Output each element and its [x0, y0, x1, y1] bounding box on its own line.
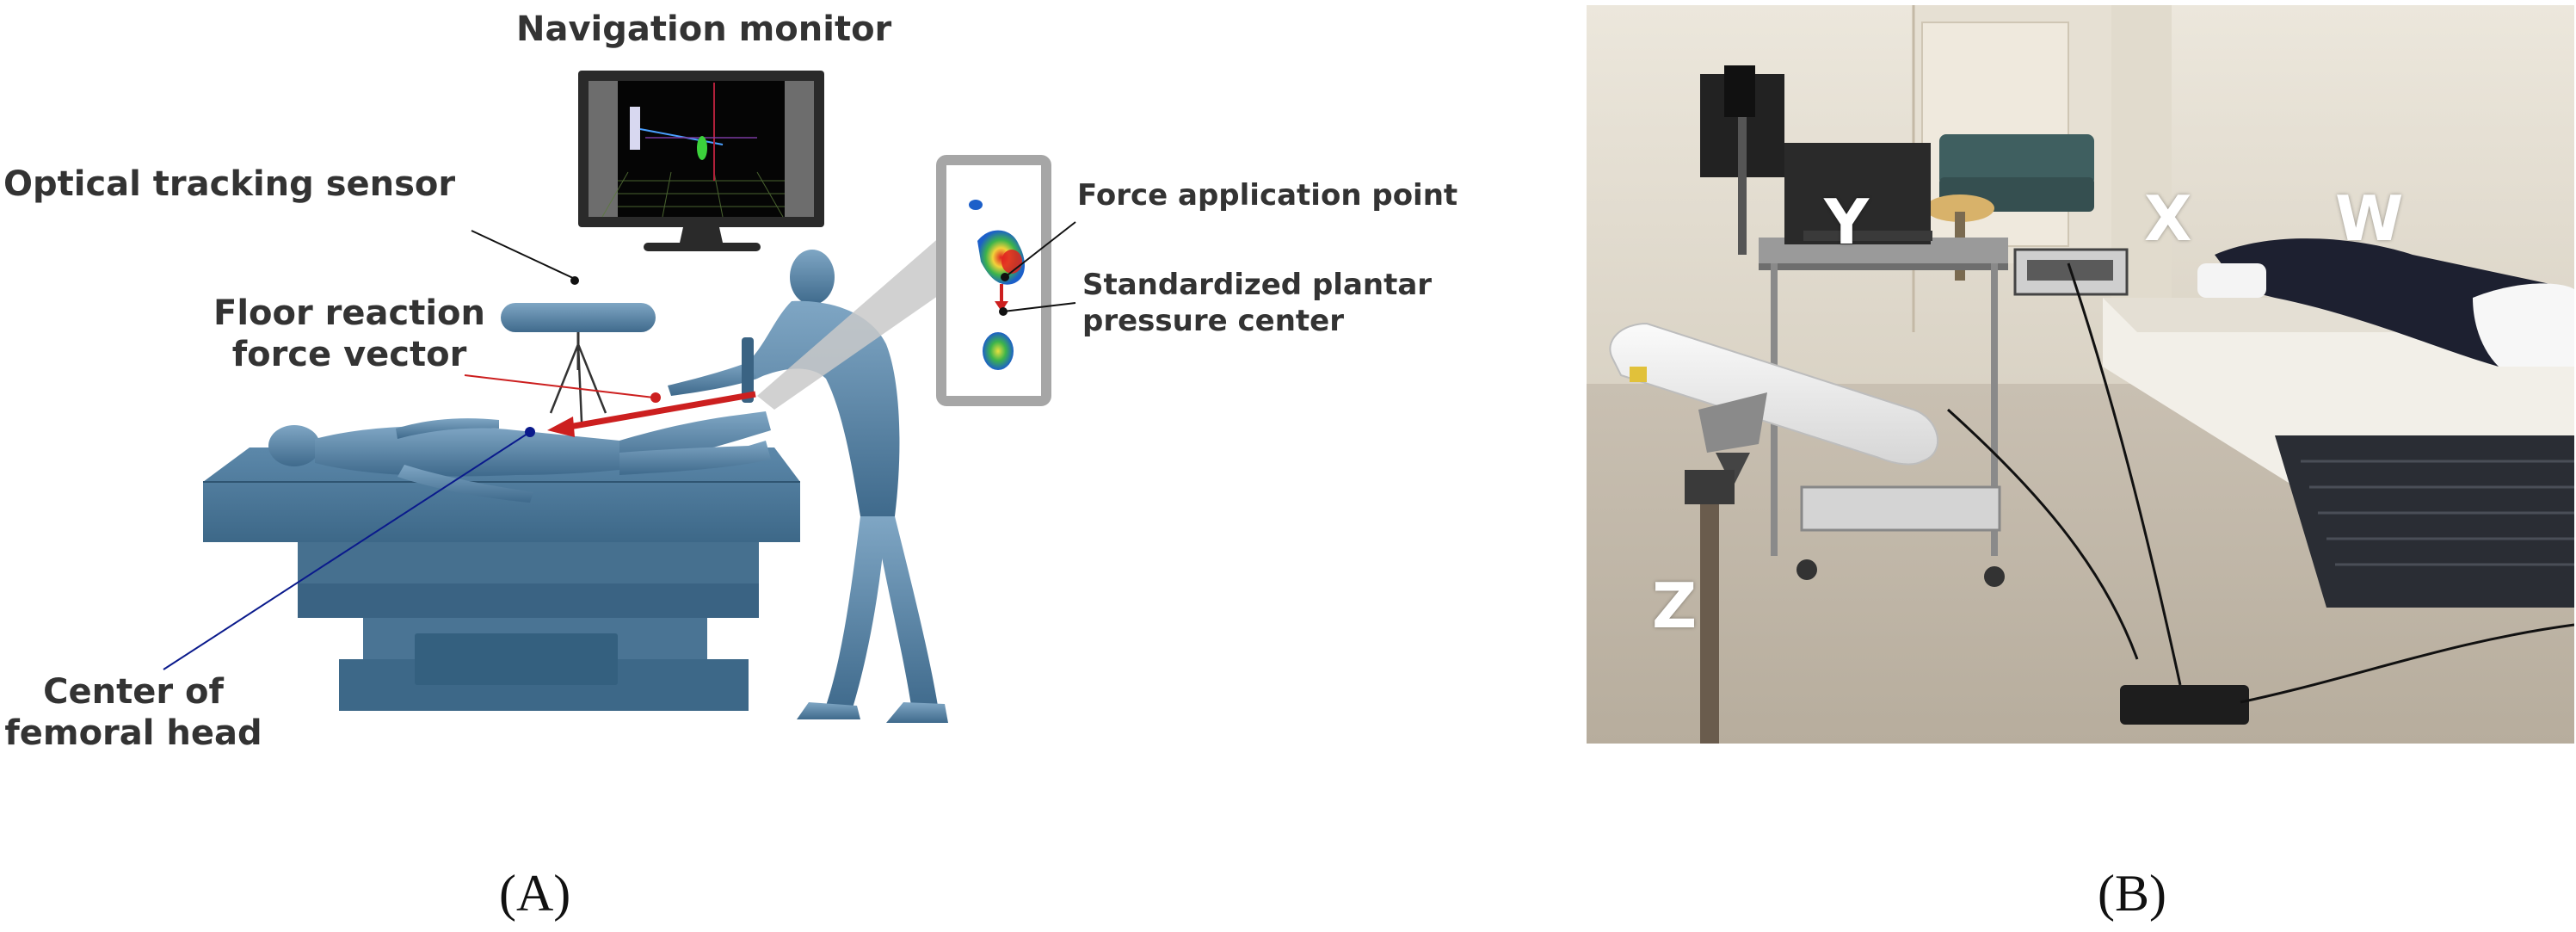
panel-b-caption: (B): [2098, 865, 2166, 922]
force-application-point-label: Force application point: [1077, 178, 1458, 213]
trolley-cart: [1700, 65, 2008, 587]
panel-a-diagram: Navigation monitor Optical tracking sens…: [0, 9, 1458, 754]
femoral-head-label-line2: femoral head: [4, 713, 262, 753]
navigation-monitor: [578, 71, 824, 251]
navigation-monitor-label: Navigation monitor: [516, 9, 892, 49]
photo-letter-w: W: [2335, 182, 2404, 255]
plantar-center-leader-line: [1002, 302, 1076, 312]
sensor-leader-line: [471, 230, 576, 280]
floor-reaction-label: Floor reaction force vector: [203, 293, 496, 375]
floor-reaction-label-line2: force vector: [231, 335, 467, 374]
sensor-leader-dot: [570, 276, 579, 285]
standardized-plantar-label-line2: pressure center: [1082, 304, 1345, 338]
force-point-leader-line: [1004, 221, 1076, 278]
force-vector-leader-line: [464, 374, 655, 398]
panel-b-photo: W X Y Z: [1587, 5, 2574, 744]
examination-bed: [2013, 238, 2574, 608]
panel-a-illustration: [163, 71, 1076, 723]
standardized-plantar-label: Standardized plantar pressure center: [1082, 267, 1432, 339]
examination-table: [203, 447, 800, 711]
standardized-plantar-label-line1: Standardized plantar: [1082, 268, 1433, 302]
photo-letter-z: Z: [1652, 570, 1698, 642]
examiner-figure: [668, 250, 948, 723]
optical-sensor-photo: [1609, 322, 1938, 744]
floor-reaction-label-line1: Floor reaction: [213, 293, 485, 333]
photo-letter-x: X: [2144, 182, 2192, 255]
callout-connector: [757, 224, 955, 410]
femoral-head-label: Center of femoral head: [0, 671, 267, 754]
force-vector-leader-dot: [650, 392, 661, 403]
panel-b-scene: [1587, 5, 2574, 744]
plantar-pressure-inset: [936, 155, 1051, 406]
panel-a-caption: (A): [499, 865, 571, 922]
floor-reaction-force-arrow: [547, 391, 756, 437]
optical-tracking-sensor-label: Optical tracking sensor: [3, 164, 456, 204]
power-supply: [2120, 685, 2249, 725]
femoral-head-label-line1: Center of: [43, 672, 224, 712]
patient-figure: [268, 411, 771, 503]
optical-tracking-sensor: [501, 303, 656, 423]
photo-letter-y: Y: [1824, 186, 1870, 258]
femoral-head-leader-line: [163, 431, 531, 670]
